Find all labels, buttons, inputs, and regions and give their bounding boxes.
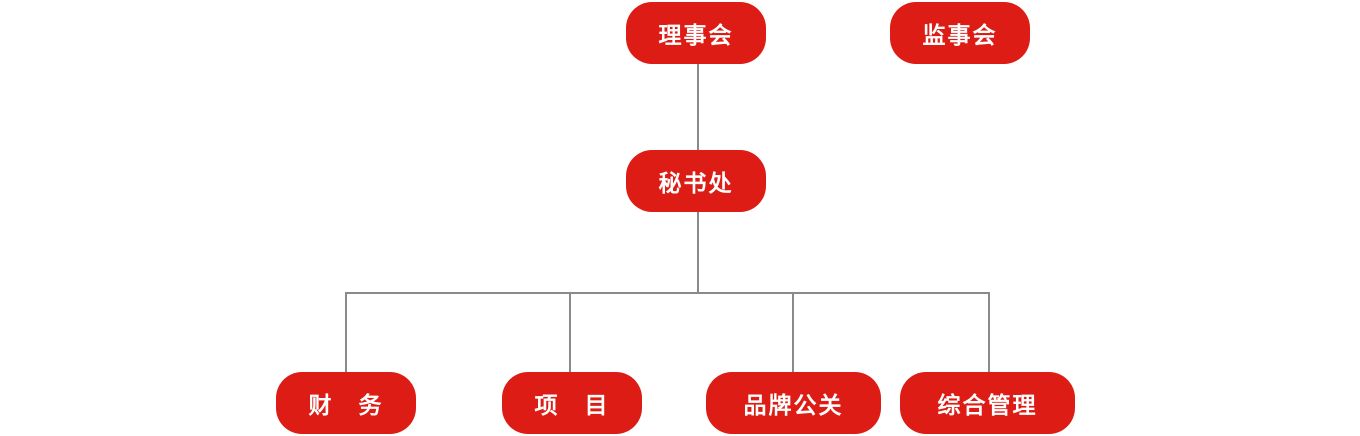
connector-secretariat-bus bbox=[697, 212, 699, 294]
node-finance: 财 务 bbox=[276, 372, 416, 434]
connector-bus-brand bbox=[792, 292, 794, 372]
connector-bus-projects bbox=[569, 292, 571, 372]
node-secretariat: 秘书处 bbox=[626, 150, 766, 212]
node-general-admin: 综合管理 bbox=[900, 372, 1075, 434]
node-projects: 项 目 bbox=[502, 372, 642, 434]
connector-bus-finance bbox=[345, 292, 347, 372]
node-supervisory-board: 监事会 bbox=[890, 2, 1030, 64]
connector-horizontal-bus bbox=[345, 292, 990, 294]
node-council: 理事会 bbox=[626, 2, 766, 64]
connector-council-secretariat bbox=[697, 64, 699, 150]
connector-bus-general bbox=[988, 292, 990, 372]
node-brand-pr: 品牌公关 bbox=[706, 372, 881, 434]
